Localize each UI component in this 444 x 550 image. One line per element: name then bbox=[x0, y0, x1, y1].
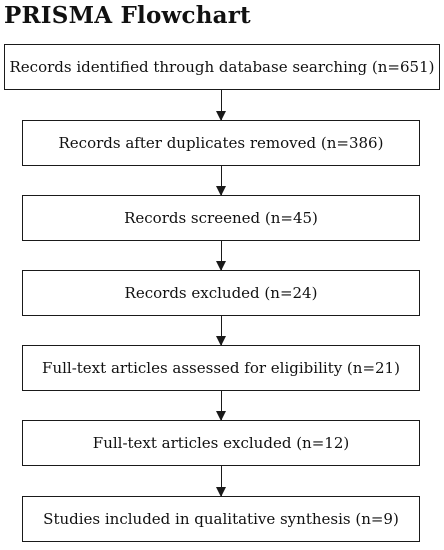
arrow-5 bbox=[216, 391, 226, 421]
step-deduplicated-box: Records after duplicates removed (n=386) bbox=[22, 120, 420, 166]
step-identified-box: Records identified through database sear… bbox=[4, 44, 440, 90]
step-fulltext-excluded-label: Full-text articles excluded (n=12) bbox=[92, 434, 350, 452]
arrow-4 bbox=[216, 316, 226, 346]
step-included-box: Studies included in qualitative synthesi… bbox=[22, 496, 420, 542]
step-included-label: Studies included in qualitative synthesi… bbox=[43, 510, 399, 528]
step-excluded-label: Records excluded (n=24) bbox=[124, 284, 318, 302]
step-deduplicated-label: Records after duplicates removed (n=386) bbox=[58, 134, 384, 152]
step-identified-label: Records identified through database sear… bbox=[9, 58, 435, 76]
step-fulltext-assessed-box: Full-text articles assessed for eligibil… bbox=[22, 345, 420, 391]
step-fulltext-assessed-label: Full-text articles assessed for eligibil… bbox=[42, 359, 400, 377]
step-excluded-box: Records excluded (n=24) bbox=[22, 270, 420, 316]
arrow-6 bbox=[216, 466, 226, 497]
arrow-3 bbox=[216, 241, 226, 271]
diagram-title: PRISMA Flowchart bbox=[4, 2, 251, 29]
step-screened-label: Records screened (n=45) bbox=[124, 209, 318, 227]
arrow-1 bbox=[216, 90, 226, 121]
step-screened-box: Records screened (n=45) bbox=[22, 195, 420, 241]
step-fulltext-excluded-box: Full-text articles excluded (n=12) bbox=[22, 420, 420, 466]
arrow-2 bbox=[216, 166, 226, 196]
